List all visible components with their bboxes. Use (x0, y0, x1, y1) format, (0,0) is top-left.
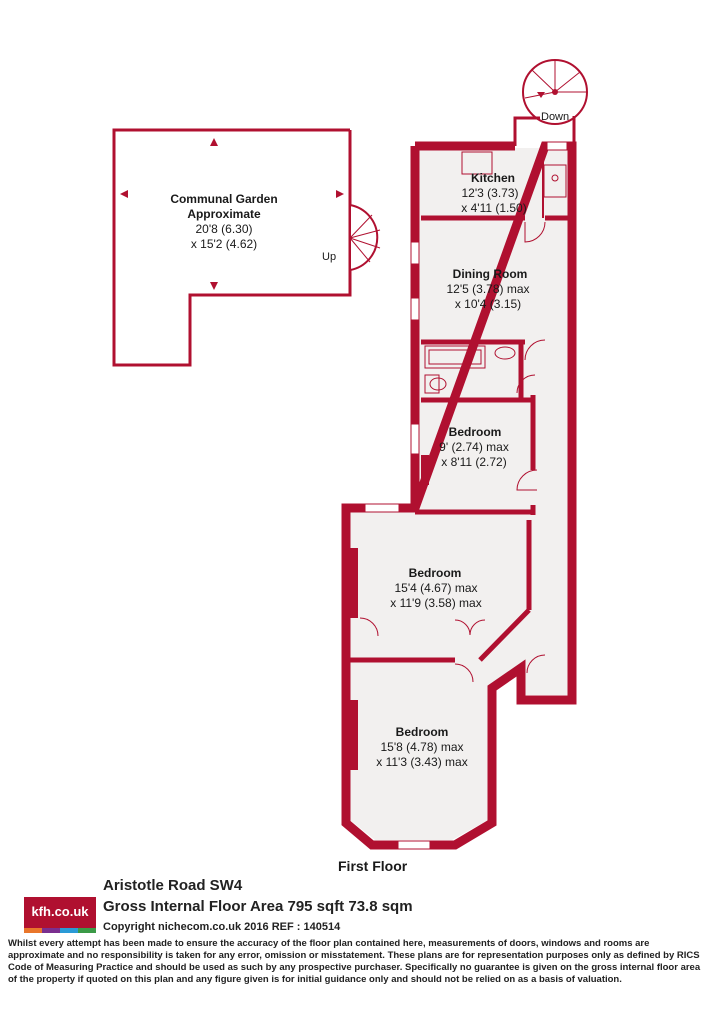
down-label: Down (541, 111, 569, 123)
bedroom-1-dim-1: 9' (2.74) max (439, 440, 509, 454)
bedroom-2-name: Bedroom (409, 566, 462, 580)
kitchen-dim-1: 12'3 (3.73) (462, 186, 519, 200)
bedroom-2-dim-2: x 11'9 (3.58) max (390, 596, 481, 610)
kfh-logo: kfh.co.uk (24, 897, 96, 933)
bedroom-3-name: Bedroom (396, 725, 449, 739)
windows (364, 141, 568, 850)
dining-name: Dining Room (453, 267, 528, 281)
garden-dimension-arrows (120, 138, 344, 290)
kitchen-label: Kitchen 12'3 (3.73) x 4'11 (1.50) (461, 171, 526, 215)
logo-color-bar (24, 928, 96, 933)
dining-dim-2: x 10'4 (3.15) (455, 297, 521, 311)
floor-label: First Floor (338, 858, 408, 874)
door-swings (359, 221, 546, 683)
dining-label: Dining Room 12'5 (3.78) max x 10'4 (3.15… (447, 267, 530, 311)
flat-walls (341, 141, 577, 850)
bedroom-1-name: Bedroom (449, 425, 502, 439)
garden-dim-2: x 15'2 (4.62) (191, 237, 257, 251)
floor-plan: Communal Garden Approximate 20'8 (6.30) … (112, 59, 588, 850)
bedroom-2-label: Bedroom 15'4 (4.67) max x 11'9 (3.58) ma… (390, 566, 481, 610)
garden-label: Communal Garden Approximate 20'8 (6.30) … (170, 192, 277, 251)
bathroom-fittings (424, 345, 516, 394)
bedroom-1-label: Bedroom 9' (2.74) max x 8'11 (2.72) (439, 425, 509, 469)
bedroom-3-dim-2: x 11'3 (3.43) max (376, 755, 467, 769)
floor-area: Gross Internal Floor Area 795 sqft 73.8 … (103, 898, 413, 915)
logo-text: kfh.co.uk (31, 904, 89, 919)
kitchen-dim-2: x 4'11 (1.50) (461, 201, 526, 215)
garden-name-2: Approximate (187, 207, 261, 221)
bedroom-1-dim-2: x 8'11 (2.72) (441, 455, 506, 469)
property-address: Aristotle Road SW4 (103, 877, 243, 894)
exterior-spiral-stair (513, 59, 588, 146)
copyright: Copyright nichecom.co.uk 2016 REF : 1405… (103, 921, 341, 933)
bedroom-2-dim-1: 15'4 (4.67) max (395, 581, 478, 595)
bedroom-3-dim-1: 15'8 (4.78) max (381, 740, 464, 754)
disclaimer: Whilst every attempt has been made to en… (8, 938, 701, 985)
garden-name: Communal Garden (170, 192, 277, 206)
garden-spiral-stair (349, 203, 381, 272)
communal-garden (112, 128, 352, 367)
up-label: Up (322, 251, 336, 263)
kitchen-name: Kitchen (471, 171, 515, 185)
bedroom-3-label: Bedroom 15'8 (4.78) max x 11'3 (3.43) ma… (376, 725, 467, 769)
dining-dim-1: 12'5 (3.78) max (447, 282, 530, 296)
garden-dim-1: 20'8 (6.30) (196, 222, 253, 236)
kitchen-fittings (461, 151, 567, 198)
